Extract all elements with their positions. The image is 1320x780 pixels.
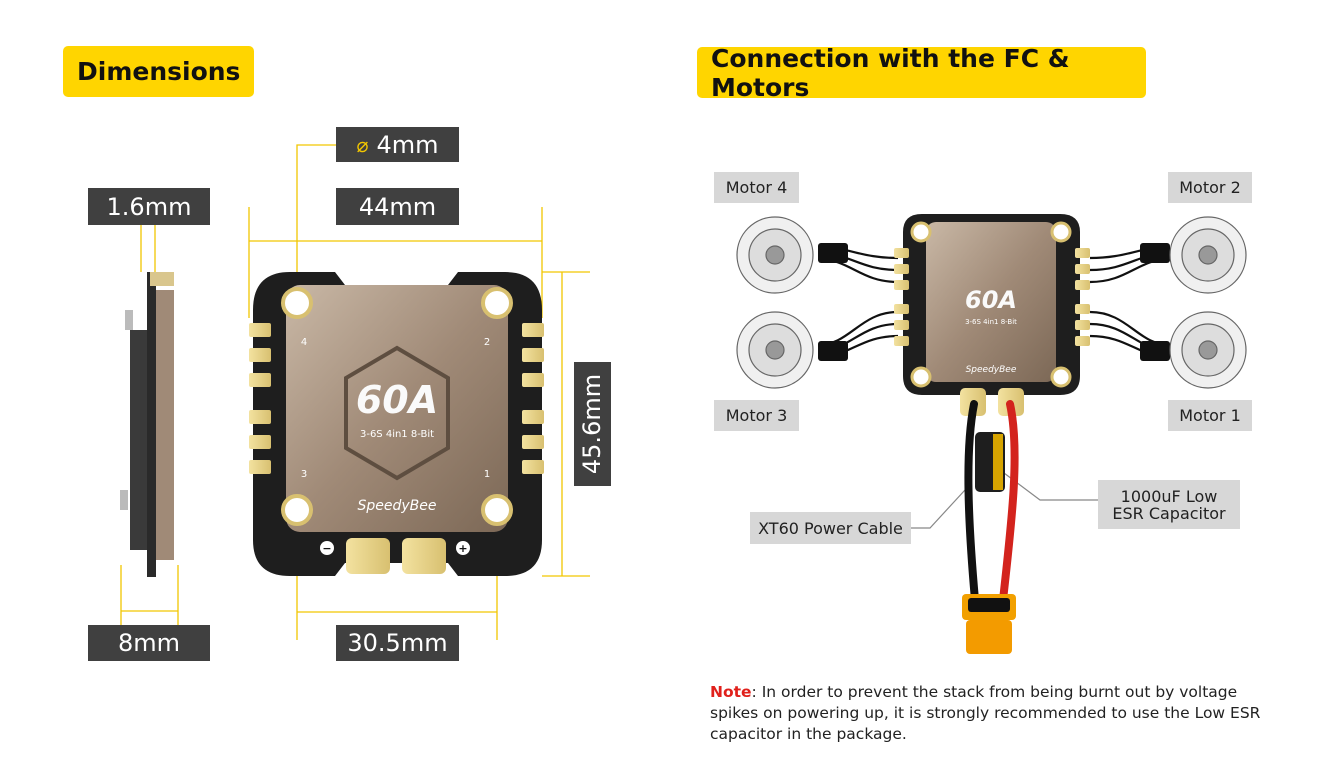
small-board-rating: 60A [965,286,1017,314]
motor-2-graphic [1169,216,1247,294]
xt60-connector [962,594,1016,654]
small-board-spec: 3-6S 4in1 8-Bit [965,318,1017,326]
note-text: : In order to prevent the stack from bei… [710,683,1261,743]
board-brand: SpeedyBee [357,498,436,514]
esc-board-small [894,214,1090,416]
hole-diameter-value: 4mm [376,130,439,159]
note-label: Note [710,683,752,701]
diameter-icon: ⌀ [356,132,369,157]
motor-1-graphic [1169,311,1247,389]
dimensions-title: Dimensions [63,46,254,97]
motor-3-label: Motor 3 [714,400,799,431]
height-label: 45.6mm [574,362,611,486]
connection-title: Connection with the FC & Motors [697,44,1146,102]
capacitor-graphic [975,432,1005,492]
width-label: 44mm [336,188,459,225]
corner-number-1: 1 [484,469,490,480]
small-board-brand: SpeedyBee [966,365,1017,375]
side-depth-label: 8mm [88,625,210,661]
power-cable-label: XT60 Power Cable [750,512,911,544]
corner-number-3: 3 [301,469,307,480]
polarity-minus: − [322,542,331,555]
motor-4-label: Motor 4 [714,172,799,203]
board-rating: 60A [356,378,438,422]
motor-3-graphic [736,311,814,389]
dimension-lines [120,144,590,640]
hole-diameter-label: ⌀ 4mm [336,127,459,162]
thickness-label: 1.6mm [88,188,210,225]
side-view-board [120,272,174,577]
capacitor-label: 1000uF Low ESR Capacitor [1098,480,1240,529]
corner-number-2: 2 [484,337,490,348]
motor-2-label: Motor 2 [1168,172,1252,203]
corner-number-4: 4 [301,337,307,348]
note-paragraph: Note: In order to prevent the stack from… [710,682,1270,745]
esc-board-top [249,272,544,576]
mount-spacing-label: 30.5mm [336,625,459,661]
board-spec: 3-6S 4in1 8-Bit [360,429,434,440]
motor-1-label: Motor 1 [1168,400,1252,431]
power-cables [964,400,1019,604]
height-value: 45.6mm [578,373,607,475]
polarity-plus: + [458,542,467,555]
motor-4-graphic [736,216,814,294]
